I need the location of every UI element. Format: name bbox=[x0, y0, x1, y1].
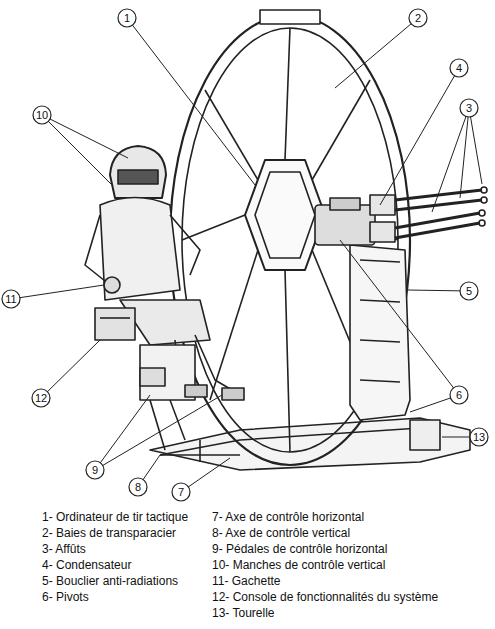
part-name: 13- Tourelle bbox=[212, 606, 274, 621]
callout-number: 7 bbox=[171, 485, 191, 499]
part-name: 1- Ordinateur de tir tactique bbox=[42, 510, 188, 525]
part-name: 11- Gachette bbox=[212, 574, 280, 589]
callout-number: 4 bbox=[449, 61, 469, 75]
part-name: 12- Console de fonctionnalités du systèm… bbox=[212, 590, 438, 605]
part-name: 8- Axe de contrôle vertical bbox=[212, 526, 350, 541]
callout-number: 8 bbox=[128, 480, 148, 494]
callout-number: 5 bbox=[459, 284, 479, 298]
callout-number: 10 bbox=[32, 108, 52, 122]
callout-number: 13 bbox=[469, 430, 489, 444]
part-name: 7- Axe de contrôle horizontal bbox=[212, 510, 364, 525]
part-name: 5- Bouclier anti-radiations bbox=[42, 574, 178, 589]
callout-number: 12 bbox=[31, 391, 51, 405]
callout-number: 1 bbox=[117, 11, 137, 25]
part-name: 10- Manches de contrôle vertical bbox=[212, 558, 385, 573]
callout-number: 3 bbox=[459, 101, 479, 115]
callout-number: 2 bbox=[408, 11, 428, 25]
part-name: 4- Condensateur bbox=[42, 558, 131, 573]
callout-number: 9 bbox=[85, 463, 105, 477]
callout-number: 6 bbox=[449, 388, 469, 402]
part-name: 9- Pédales de contrôle horizontal bbox=[212, 542, 387, 557]
part-name: 6- Pivots bbox=[42, 590, 89, 605]
part-name: 3- Affûts bbox=[42, 542, 86, 557]
callout-number: 11 bbox=[1, 292, 21, 306]
part-name: 2- Baies de transparacier bbox=[42, 526, 176, 541]
